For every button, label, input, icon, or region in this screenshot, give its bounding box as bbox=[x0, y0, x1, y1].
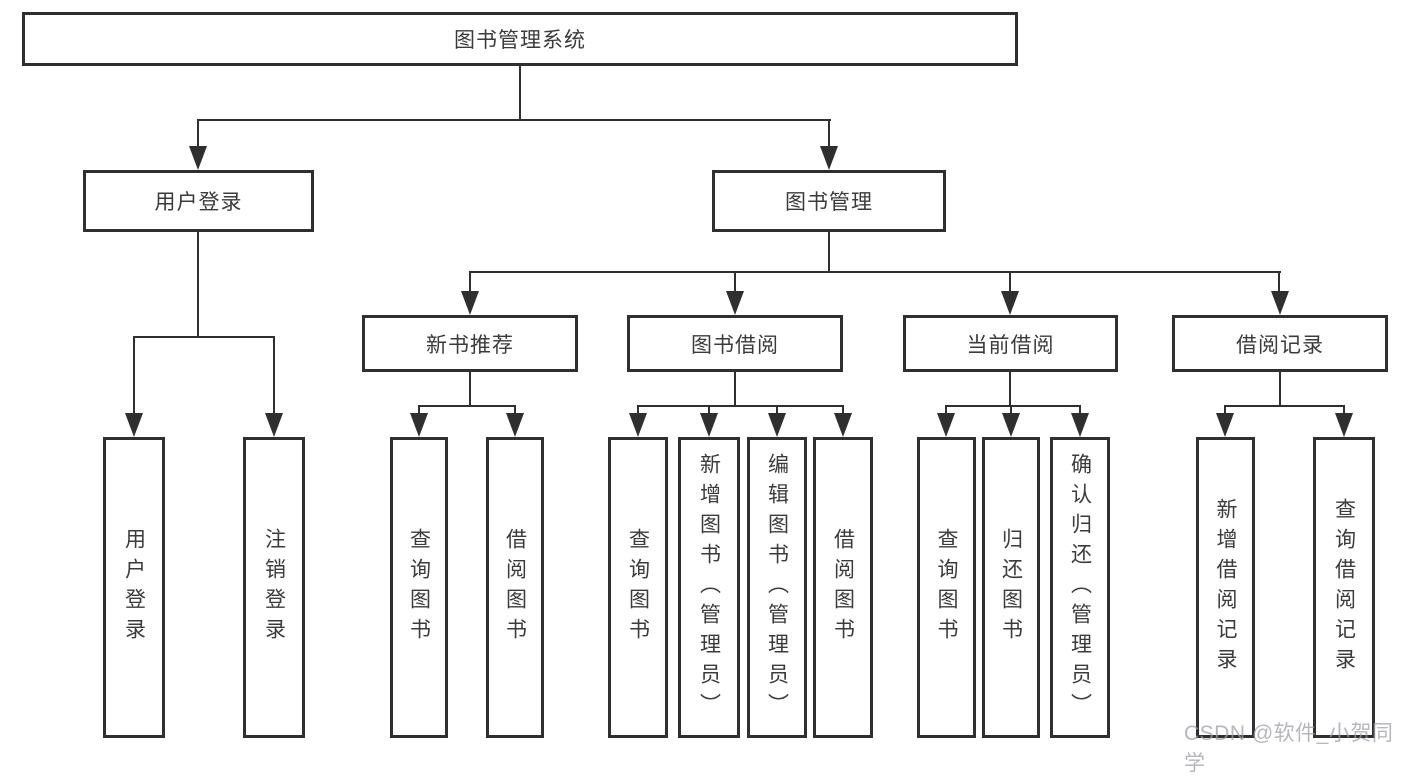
connector-line bbox=[945, 407, 947, 413]
arrow-down-icon bbox=[1216, 413, 1234, 437]
node-new-book-recommend: 新书推荐 bbox=[362, 315, 578, 372]
connector-line bbox=[1279, 372, 1281, 405]
leaf-label: 新增借阅记录 bbox=[1214, 497, 1238, 678]
leaf-label: 借阅图书 bbox=[831, 527, 855, 648]
arrow-down-icon bbox=[265, 413, 283, 437]
leaf-record-query: 查询借阅记录 bbox=[1313, 437, 1375, 738]
connector-line bbox=[418, 407, 420, 413]
leaf-user-login: 用户登录 bbox=[103, 437, 165, 738]
arrow-down-icon bbox=[410, 413, 428, 437]
leaf-borrow-edit-admin: 编辑图书（管理员） bbox=[747, 437, 807, 738]
leaf-label: 查询借阅记录 bbox=[1332, 497, 1356, 678]
org-chart: 图书管理系统 用户登录 图书管理 新书推荐 图书借阅 当前借阅 借阅记录 用户登… bbox=[22, 12, 1393, 775]
leaf-newbook-borrow: 借阅图书 bbox=[486, 437, 544, 738]
connector-line bbox=[708, 407, 710, 413]
connector-line bbox=[469, 372, 471, 405]
leaf-current-query: 查询图书 bbox=[917, 437, 976, 738]
connector-line bbox=[133, 336, 275, 338]
arrow-down-icon bbox=[1335, 413, 1353, 437]
connector-line bbox=[842, 407, 844, 413]
connector-line bbox=[1009, 273, 1011, 291]
leaf-current-return: 归还图书 bbox=[982, 437, 1040, 738]
node-book-borrow: 图书借阅 bbox=[627, 315, 843, 372]
connector-line bbox=[197, 121, 199, 146]
leaf-label: 查询图书 bbox=[935, 527, 959, 648]
node-current-borrow: 当前借阅 bbox=[903, 315, 1118, 372]
connector-line bbox=[1010, 407, 1012, 413]
leaf-label: 新增图书（管理员） bbox=[697, 452, 721, 723]
arrow-down-icon bbox=[726, 291, 744, 315]
leaf-current-confirm-admin: 确认归还（管理员） bbox=[1050, 437, 1110, 738]
connector-line bbox=[133, 338, 135, 413]
arrow-down-icon bbox=[629, 413, 647, 437]
arrow-down-icon bbox=[125, 413, 143, 437]
leaf-newbook-query: 查询图书 bbox=[390, 437, 448, 738]
node-root: 图书管理系统 bbox=[22, 12, 1018, 66]
leaf-label: 注销登录 bbox=[262, 527, 286, 648]
leaf-label: 用户登录 bbox=[122, 527, 146, 648]
arrow-down-icon bbox=[1071, 413, 1089, 437]
connector-line bbox=[1224, 405, 1345, 407]
connector-line bbox=[637, 407, 639, 413]
connector-line bbox=[273, 338, 275, 413]
connector-line bbox=[197, 119, 831, 121]
connector-line bbox=[828, 121, 830, 146]
arrow-down-icon bbox=[189, 146, 207, 170]
leaf-label: 借阅图书 bbox=[503, 527, 527, 648]
leaf-label: 编辑图书（管理员） bbox=[765, 452, 789, 723]
leaf-borrow-borrow: 借阅图书 bbox=[813, 437, 873, 738]
leaf-label: 归还图书 bbox=[999, 527, 1023, 648]
leaf-record-add: 新增借阅记录 bbox=[1196, 437, 1255, 738]
connector-line bbox=[418, 405, 516, 407]
arrow-down-icon bbox=[700, 413, 718, 437]
connector-line bbox=[734, 372, 736, 405]
arrow-down-icon bbox=[1271, 291, 1289, 315]
connector-line bbox=[1079, 407, 1081, 413]
arrow-down-icon bbox=[937, 413, 955, 437]
arrow-down-icon bbox=[1002, 413, 1020, 437]
node-borrow-record: 借阅记录 bbox=[1172, 315, 1388, 372]
arrow-down-icon bbox=[506, 413, 524, 437]
leaf-label: 确认归还（管理员） bbox=[1068, 452, 1092, 723]
arrow-down-icon bbox=[1001, 291, 1019, 315]
node-book-management: 图书管理 bbox=[712, 170, 946, 232]
leaf-borrow-add-admin: 新增图书（管理员） bbox=[678, 437, 740, 738]
connector-line bbox=[1343, 407, 1345, 413]
leaf-label: 查询图书 bbox=[626, 527, 650, 648]
connector-line bbox=[519, 66, 521, 119]
connector-line bbox=[197, 232, 199, 336]
connector-line bbox=[945, 405, 1081, 407]
node-user-login: 用户登录 bbox=[83, 170, 314, 232]
connector-line bbox=[828, 232, 830, 271]
connector-line bbox=[514, 407, 516, 413]
arrow-down-icon bbox=[820, 146, 838, 170]
connector-line bbox=[776, 407, 778, 413]
leaf-borrow-query: 查询图书 bbox=[608, 437, 668, 738]
arrow-down-icon bbox=[768, 413, 786, 437]
connector-line bbox=[469, 273, 471, 291]
arrow-down-icon bbox=[834, 413, 852, 437]
connector-line bbox=[1009, 372, 1011, 405]
connector-line bbox=[637, 405, 844, 407]
connector-line bbox=[1224, 407, 1226, 413]
connector-line bbox=[469, 271, 1281, 273]
leaf-logout: 注销登录 bbox=[243, 437, 305, 738]
connector-line bbox=[734, 273, 736, 291]
leaf-label: 查询图书 bbox=[407, 527, 431, 648]
connector-line bbox=[1278, 273, 1280, 291]
csdn-watermark: CSDN @软件_小贺同学 bbox=[1184, 722, 1394, 775]
arrow-down-icon bbox=[461, 291, 479, 315]
